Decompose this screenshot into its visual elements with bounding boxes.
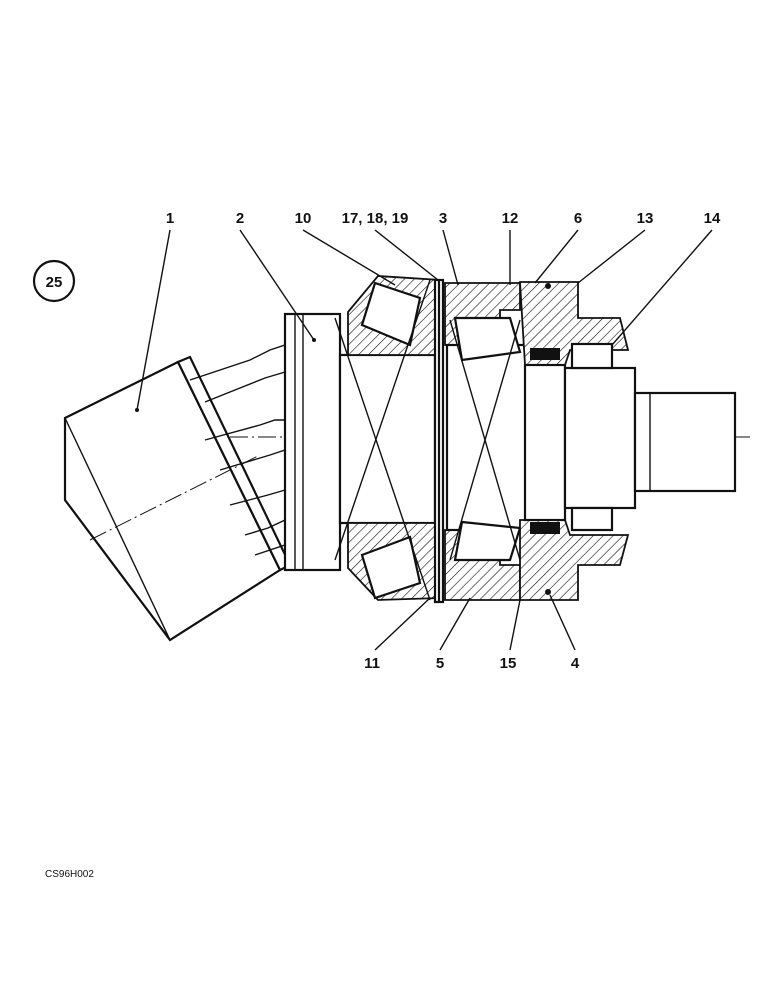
callout-1: 1 [166,210,174,227]
callout-10: 10 [295,210,312,227]
callout-5: 5 [436,655,444,672]
callout-15: 15 [500,655,517,672]
drawing-code: CS96H002 [45,869,94,880]
callout-14: 14 [704,210,721,227]
inner-bearing-housing [444,282,529,601]
callout-13: 13 [637,210,654,227]
shim-rings-parts-17-18-19 [433,278,445,604]
figure-number: 25 [46,274,63,291]
flange-plate-part-2 [283,312,342,572]
callout-17-18-19: 17, 18, 19 [342,210,409,227]
motor-body-part-1 [63,344,292,642]
output-shaft [563,342,737,532]
bearing-carrier-hub [334,275,441,601]
top-callout-labels: 1 2 10 17, 18, 19 3 12 6 13 14 [166,210,721,227]
figure-number-badge: 25 [32,259,76,303]
callout-6: 6 [574,210,582,227]
callout-4: 4 [571,655,580,672]
callout-11: 11 [364,655,380,672]
callout-12: 12 [502,210,519,227]
callout-3: 3 [439,210,447,227]
callout-2: 2 [236,210,244,227]
bottom-callout-labels: 11 5 15 4 [364,655,580,672]
outer-housing-part-4 [519,281,630,601]
callout-leader-lines [136,229,713,651]
seal-ring-part-6 [530,348,560,360]
